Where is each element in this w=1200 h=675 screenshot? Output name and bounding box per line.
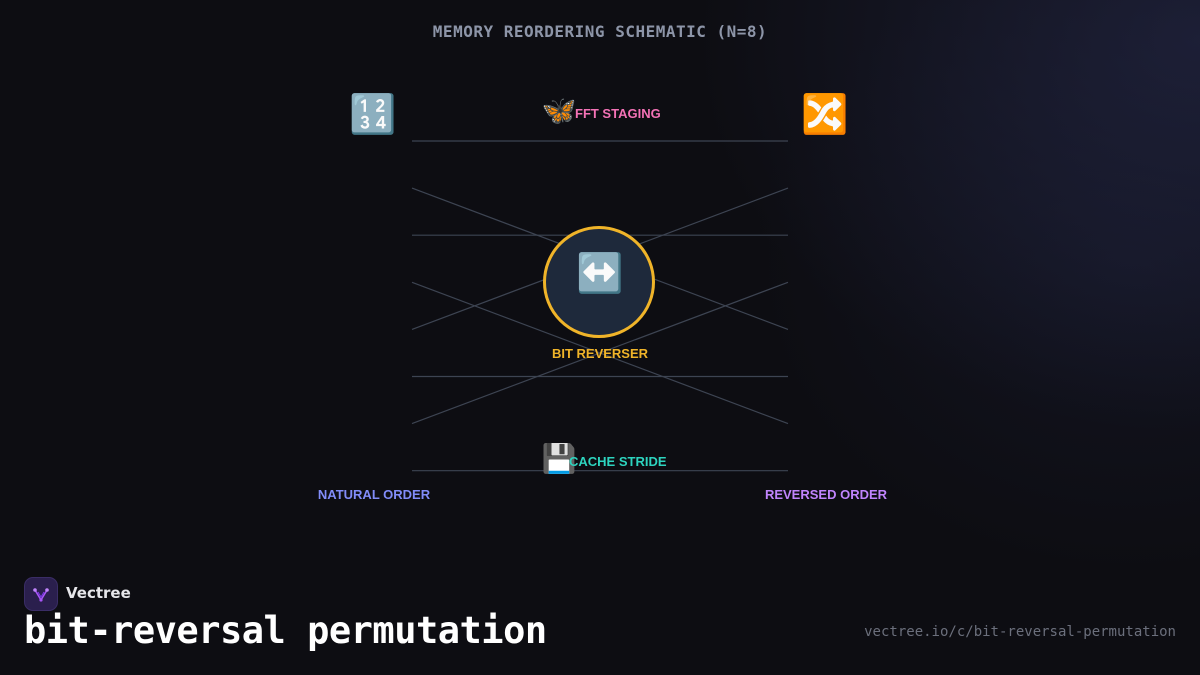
floppy-disk-icon: 💾: [541, 442, 577, 475]
fft-staging-label: FFT STAGING: [575, 106, 661, 121]
brand-name: Vectree: [66, 584, 131, 602]
natural-order-icon: 🔢: [349, 92, 397, 136]
topic-url: vectree.io/c/bit-reversal-permutation: [864, 624, 1176, 640]
butterfly-icon: 🦋: [541, 94, 577, 127]
reversed-order-label: REVERSED ORDER: [764, 487, 888, 502]
reversed-order-icon: 🔀: [801, 92, 849, 136]
natural-order-label: NATURAL ORDER: [317, 487, 431, 502]
cache-stride-label: CACHE STRIDE: [569, 454, 667, 469]
left-right-arrow-icon: ↔️: [576, 251, 624, 295]
bit-reverser-node: [543, 226, 655, 338]
vectree-logo: [24, 577, 58, 611]
wire-6-to-3: [411, 281, 789, 425]
topic-title: bit-reversal permutation: [24, 609, 547, 652]
bit-reverser-label: BIT REVERSER: [551, 346, 649, 361]
diagram-title: MEMORY REORDERING SCHEMATIC (N=8): [432, 22, 768, 41]
